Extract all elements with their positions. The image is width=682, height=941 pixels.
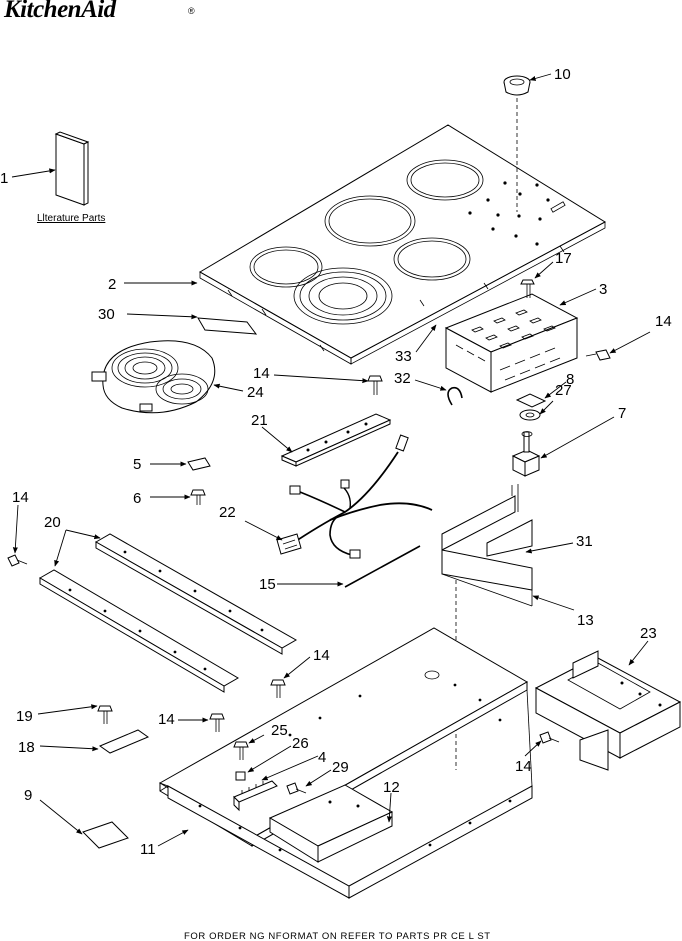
callout-21: 21 [251, 412, 268, 429]
bracket-21 [280, 413, 392, 467]
screw-25 [233, 741, 249, 760]
screw-14-box [539, 731, 560, 744]
screw-14-lower-left [209, 713, 225, 732]
callout-10: 10 [554, 66, 571, 83]
callout-33: 33 [395, 348, 412, 365]
screw-17 [520, 279, 535, 298]
callout-17: 17 [555, 250, 572, 267]
dual-element-pan [91, 340, 216, 414]
callout-3: 3 [599, 281, 607, 298]
callout-14-bracket: 14 [253, 365, 270, 382]
wire-clip-32 [447, 386, 463, 406]
callout-9: 9 [24, 787, 32, 804]
rod-15 [344, 545, 421, 588]
junction-box-23 [534, 650, 682, 771]
callout-27: 27 [555, 382, 572, 399]
callout-1: 1 [0, 170, 8, 187]
callout-14-left: 14 [12, 489, 29, 506]
brand-name: KitchenAid [3, 0, 117, 23]
screw-6 [190, 489, 206, 505]
callout-29: 29 [332, 759, 349, 776]
literature-parts-booklet [54, 131, 90, 206]
leader-lines [11, 73, 651, 847]
callout-18: 18 [18, 739, 35, 756]
rail-lower [39, 569, 239, 693]
brand-logo: KitchenAid ® [3, 0, 195, 23]
callout-14-switch-box: 14 [655, 313, 672, 330]
callout-22: 22 [219, 504, 236, 521]
screw-29 [286, 782, 307, 795]
clip-5 [187, 457, 211, 471]
bracket-31 [441, 484, 533, 607]
ordering-info-footer: FOR ORDER NG NFORMAT ON REFER TO PARTS P… [184, 931, 491, 941]
bracket-12 [268, 784, 394, 863]
screw-14-left [7, 554, 28, 567]
switch-7 [511, 431, 541, 477]
literature-parts-label: Llterature Parts [37, 213, 105, 224]
wire-harness [276, 434, 433, 559]
callout-15: 15 [259, 576, 276, 593]
terminal-block-4 [233, 780, 278, 812]
callout-numbers: 1 2 3 4 5 6 7 8 9 10 11 12 13 14 14 14 1… [0, 66, 672, 858]
registered-mark: ® [188, 6, 195, 16]
insulator-26 [235, 771, 246, 781]
callout-14-lower: 14 [158, 711, 175, 728]
bracket-18 [98, 729, 150, 754]
callout-19: 19 [16, 708, 33, 725]
glass-cooktop [199, 124, 607, 365]
rail-upper [94, 533, 298, 655]
callout-8: 8 [566, 371, 574, 388]
callout-5: 5 [133, 456, 141, 473]
plate-9 [82, 821, 129, 849]
callout-11: 11 [140, 841, 156, 858]
callout-6: 6 [133, 490, 141, 507]
callout-13: 13 [577, 612, 594, 629]
screw-19 [97, 705, 113, 724]
bracket-30 [197, 317, 258, 335]
callout-4: 4 [318, 749, 326, 766]
callout-7: 7 [618, 405, 626, 422]
washer-27 [519, 409, 541, 421]
callout-26: 26 [292, 735, 309, 752]
callout-12: 12 [383, 779, 400, 796]
control-switch-box [444, 293, 579, 393]
screw-14-bracket [367, 375, 383, 395]
callout-14-chassis: 14 [313, 647, 330, 664]
callout-20: 20 [44, 514, 61, 531]
callout-32: 32 [394, 370, 411, 387]
insulator-pad-8 [515, 393, 547, 408]
control-knob [503, 75, 531, 96]
callout-23: 23 [640, 625, 657, 642]
callout-14-box: 14 [515, 758, 532, 775]
screw-14-switch-box [585, 349, 611, 361]
callout-24: 24 [247, 384, 264, 401]
screw-14-chassis [270, 679, 286, 698]
callout-31: 31 [576, 533, 593, 550]
callout-30: 30 [98, 306, 115, 323]
callout-2: 2 [108, 276, 116, 293]
callout-25: 25 [271, 722, 288, 739]
